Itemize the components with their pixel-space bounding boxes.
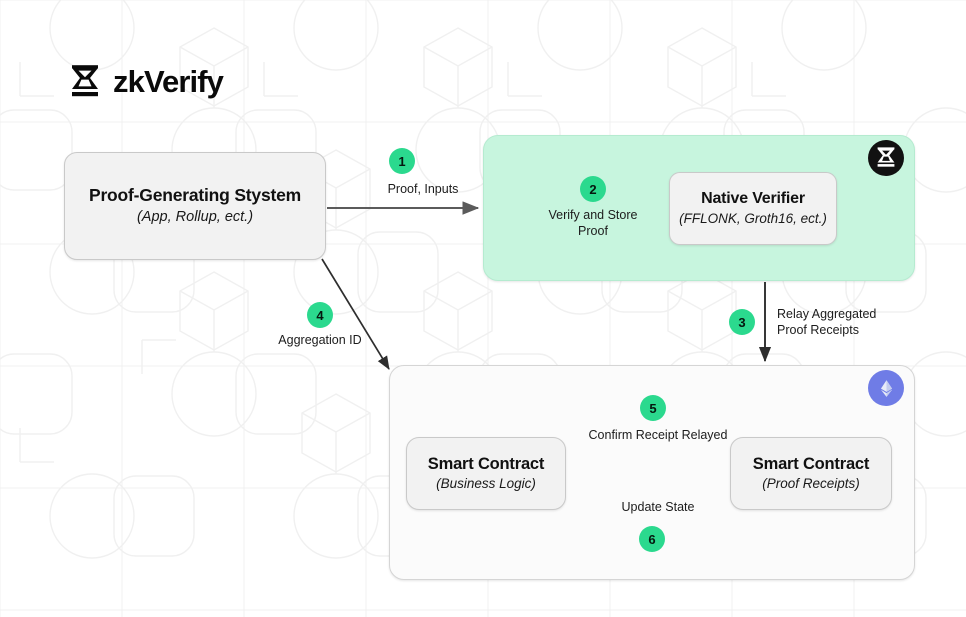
node-proof-generating-system[interactable]: Proof-Generating Stystem (App, Rollup, e… — [64, 152, 326, 260]
brand-wordmark: zkVerify — [113, 64, 224, 99]
node-subtitle: (Proof Receipts) — [762, 475, 860, 491]
ethereum-diamond-icon — [880, 379, 892, 397]
step-badge-5: 5 — [640, 395, 666, 421]
node-native-verifier[interactable]: Native Verifier (FFLONK, Groth16, ect.) — [669, 172, 837, 245]
node-subtitle: (FFLONK, Groth16, ect.) — [679, 210, 827, 226]
step-badge-3: 3 — [729, 309, 755, 335]
node-smart-contract-proof-receipts[interactable]: Smart Contract (Proof Receipts) — [730, 437, 892, 510]
step-badge-1: 1 — [389, 148, 415, 174]
edge-label-update-state: Update State — [621, 500, 695, 514]
zkverify-hourglass-icon — [72, 65, 98, 97]
node-title: Smart Contract — [427, 454, 545, 473]
edge-label-verify-and-store-proof: Verify and Store Proof — [548, 208, 638, 238]
node-subtitle: (App, Rollup, ect.) — [136, 209, 254, 226]
step-badge-6: 6 — [639, 526, 665, 552]
node-title: Proof-Generating Stystem — [88, 185, 302, 206]
zkverify-chip-icon — [868, 140, 904, 176]
node-title: Smart Contract — [752, 454, 870, 473]
edge-label-confirm-receipt-relayed: Confirm Receipt Relayed — [588, 428, 728, 442]
edge-label-aggregation-id: Aggregation ID — [278, 333, 362, 347]
zkverify-hourglass-icon — [877, 147, 895, 167]
brand-logo: zkVerify — [68, 64, 224, 100]
node-subtitle: (Business Logic) — [436, 475, 536, 491]
edge-label-relay-aggregated-proof-receipts: Relay Aggregated Proof Receipts — [777, 307, 877, 337]
ethereum-chip-icon — [868, 370, 904, 406]
step-badge-4: 4 — [307, 302, 333, 328]
node-title: Native Verifier — [701, 190, 805, 208]
node-smart-contract-business-logic[interactable]: Smart Contract (Business Logic) — [406, 437, 566, 510]
edge-label-proof-inputs: Proof, Inputs — [387, 182, 459, 196]
step-badge-2: 2 — [580, 176, 606, 202]
